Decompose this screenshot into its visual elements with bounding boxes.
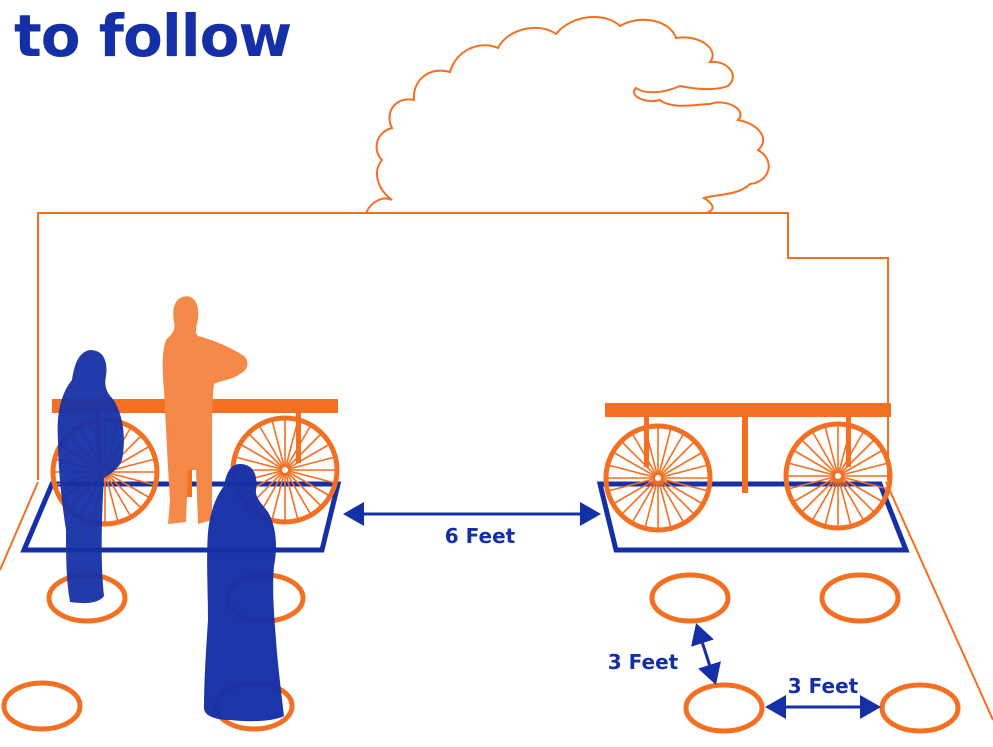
- customer-silhouette-right: [204, 464, 284, 722]
- circle-distance-horizontal-label: 3 Feet: [788, 674, 859, 698]
- page-title: to follow: [14, 2, 292, 70]
- floor-circle: [819, 572, 901, 624]
- circle-distance-vertical-arrow: [691, 623, 721, 685]
- circle-distance-vertical-label: 3 Feet: [608, 650, 679, 674]
- wheel: [603, 423, 713, 533]
- ground-line-left: [0, 481, 39, 571]
- vendor-silhouette: [162, 296, 248, 524]
- floor-circle: [683, 682, 765, 734]
- cart-floor-marking-right: [596, 481, 910, 553]
- tree-outline: [365, 15, 770, 214]
- ground-line-right: [885, 481, 993, 721]
- cart-distance-label: 6 Feet: [445, 524, 516, 548]
- cart-right: [603, 403, 893, 533]
- floor-circle: [879, 682, 961, 734]
- stall-board: [37, 212, 889, 480]
- customer-silhouette-left: [57, 350, 124, 604]
- floor-circle: [649, 572, 731, 624]
- floor-circle: [1, 680, 83, 732]
- wheel: [783, 421, 893, 531]
